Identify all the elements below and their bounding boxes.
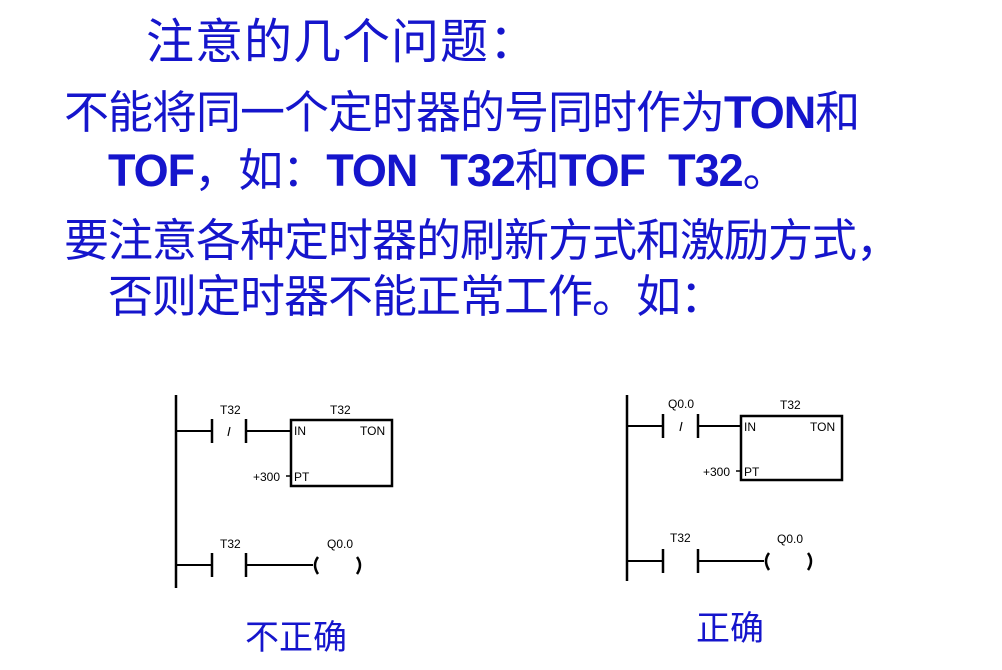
point1-line1: 不能将同一个定时器的号同时作为TON和 [64,87,860,138]
caption-incorrect: 不正确 [245,618,347,658]
tof-keyword: TOF [108,145,195,196]
nc-contact-icon [210,419,248,443]
no-contact-icon [210,553,248,577]
contact-label: Q0.0 [668,397,694,411]
contact-label: T32 [220,537,241,551]
rung-1 [176,418,394,488]
timer-in-pin: IN [294,424,306,438]
example-prefix: ，如： [194,144,327,197]
coil-icon [764,552,813,571]
timer-in-pin: IN [744,420,756,434]
no-contact-icon [661,549,700,573]
contact-label: T32 [220,403,241,417]
point2-line2: 否则定时器不能正常工作。如： [108,270,725,323]
coil-label: Q0.0 [327,537,353,551]
slide-title: 注意的几个问题： [146,14,539,70]
rung-2 [627,549,813,573]
tof-t32-example: TOF T32 [558,145,744,196]
nc-contact-icon [661,414,700,438]
ladder-labels-right: Q0.0 T32 IN TON PT +300 T32 Q0.0 [668,397,835,546]
point1-line1-tail: 和 [815,86,860,139]
pt-value: +300 [253,470,280,484]
contact-label: T32 [670,531,691,545]
point2-line1: 要注意各种定时器的刷新方式和激励方式， [64,214,901,267]
timer-pt-pin: PT [744,465,760,479]
ton-keyword: TON [724,87,816,138]
coil-label: Q0.0 [777,532,803,546]
timer-title: T32 [780,398,801,412]
ton-t32-example: TON T32 [326,145,516,196]
pt-value: +300 [703,465,730,479]
timer-box [739,414,844,482]
timer-title: T32 [330,403,351,417]
timer-type: TON [360,424,385,438]
and-word: 和 [514,144,560,197]
timer-pt-pin: PT [294,470,310,484]
coil-icon [313,556,362,575]
point1-line2: TOF，如：TON T32和TOF T32。 [108,145,788,196]
point1-line1-text: 不能将同一个定时器的号同时作为 [64,86,725,139]
rung-1 [627,414,844,482]
ladder-diagram-wrong [174,395,394,588]
timer-box [289,418,394,488]
caption-correct: 正确 [696,609,764,649]
timer-type: TON [810,420,835,434]
rung-2 [176,553,362,577]
ladder-labels-wrong: T32 T32 IN TON PT +300 T32 Q0.0 [220,403,385,551]
ladder-diagram-right [625,395,844,581]
period: 。 [742,144,788,197]
